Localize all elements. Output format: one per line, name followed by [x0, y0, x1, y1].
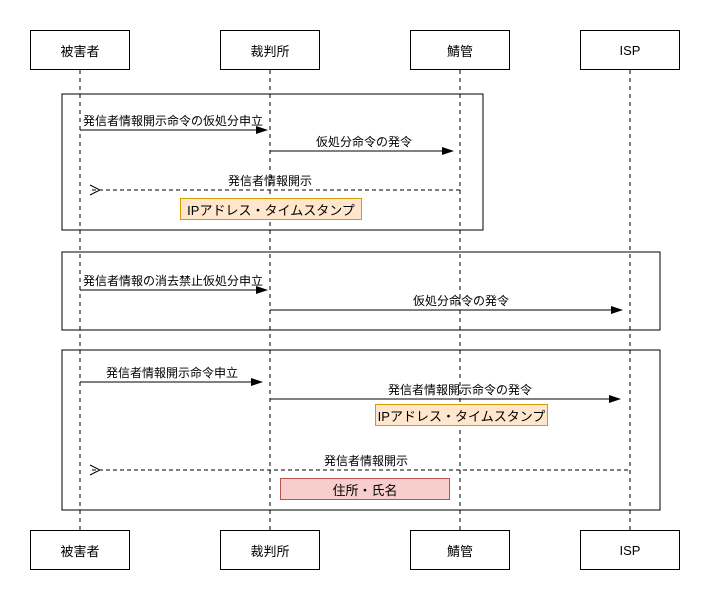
actor-court-top: 裁判所 [220, 30, 320, 70]
label-f1-order-issued: 仮処分命令の発令 [315, 135, 413, 149]
label-f3-info-disclosed: 発信者情報開示 [323, 454, 409, 468]
actor-isp-bottom: ISP [580, 530, 680, 570]
label-f3-order-issued: 発信者情報開示命令の発令 [387, 383, 533, 397]
label-f2-deletion-ban-petition: 発信者情報の消去禁止仮処分申立 [82, 274, 264, 288]
actor-court-bottom: 裁判所 [220, 530, 320, 570]
label-f3-disclosure-petition: 発信者情報開示命令申立 [105, 366, 239, 380]
actor-victim-bottom: 被害者 [30, 530, 130, 570]
actor-victim-top: 被害者 [30, 30, 130, 70]
actor-server-admin-top: 鯖管 [410, 30, 510, 70]
label-f2-order-issued: 仮処分命令の発令 [412, 294, 510, 308]
frame-deletion-ban [61, 251, 661, 331]
frame-provisional-disclosure [61, 93, 484, 231]
note-address-name: 住所・氏名 [280, 478, 450, 500]
actor-server-admin-bottom: 鯖管 [410, 530, 510, 570]
actor-isp-top: ISP [580, 30, 680, 70]
label-f1-provisional-petition: 発信者情報開示命令の仮処分申立 [82, 114, 264, 128]
note-ip-timestamp-1: IPアドレス・タイムスタンプ [180, 198, 362, 220]
label-f1-info-disclosed: 発信者情報開示 [227, 174, 313, 188]
note-ip-timestamp-2: IPアドレス・タイムスタンプ [375, 404, 548, 426]
frame-disclosure-order [61, 349, 661, 511]
